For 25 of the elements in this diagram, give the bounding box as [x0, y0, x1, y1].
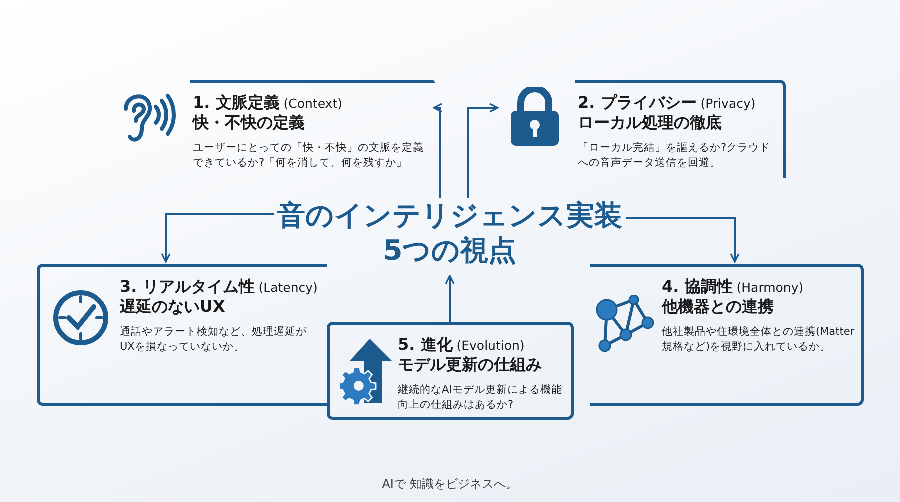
- viewpoint-card: [590, 264, 864, 406]
- center-title: 音のインテリジェンス実装5つの視点: [276, 198, 624, 268]
- arrow: [161, 213, 274, 263]
- card-heading: 3. リアルタイム性 (Latency): [120, 277, 319, 297]
- arrow: [445, 275, 455, 322]
- card-description: 通話やアラート検知など、処理遅延がUXを損なっていないか。: [120, 324, 308, 356]
- arrow: [467, 103, 499, 198]
- card-subheading: 他機器との連携: [662, 297, 775, 318]
- card-heading: 1. 文脈定義 (Context): [193, 93, 344, 113]
- card-subheading: ローカル処理の徹底: [578, 113, 723, 134]
- card-subheading: 遅延のないUX: [120, 297, 226, 318]
- card-description: 他社製品や住環境全体との連携(Matter規格など)を視野に入れているか。: [662, 324, 855, 356]
- viewpoint-card: [327, 322, 574, 420]
- card-description: 「ローカル完結」を謳えるか?クラウドへの音声データ送信を回避。: [578, 140, 772, 172]
- card-subheading: 快・不快の定義: [193, 113, 306, 134]
- tagline: AIで 知識をビジネスへ。: [381, 476, 519, 493]
- card-description: ユーザーにとっての「快・不快」の文脈を定義できているか?「何を消して、何を残すか」: [193, 140, 425, 172]
- card-heading: 4. 協調性 (Harmony): [662, 277, 805, 297]
- card-heading: 5. 進化 (Evolution): [398, 335, 526, 355]
- arrow: [626, 217, 740, 263]
- card-heading: 2. プライバシー (Privacy): [578, 93, 757, 113]
- arrow: [433, 103, 443, 198]
- card-subheading: モデル更新の仕組み: [398, 355, 543, 376]
- viewpoint-card: [37, 264, 327, 406]
- card-description: 継続的なAIモデル更新による機能向上の仕組みはあるか?: [398, 382, 564, 414]
